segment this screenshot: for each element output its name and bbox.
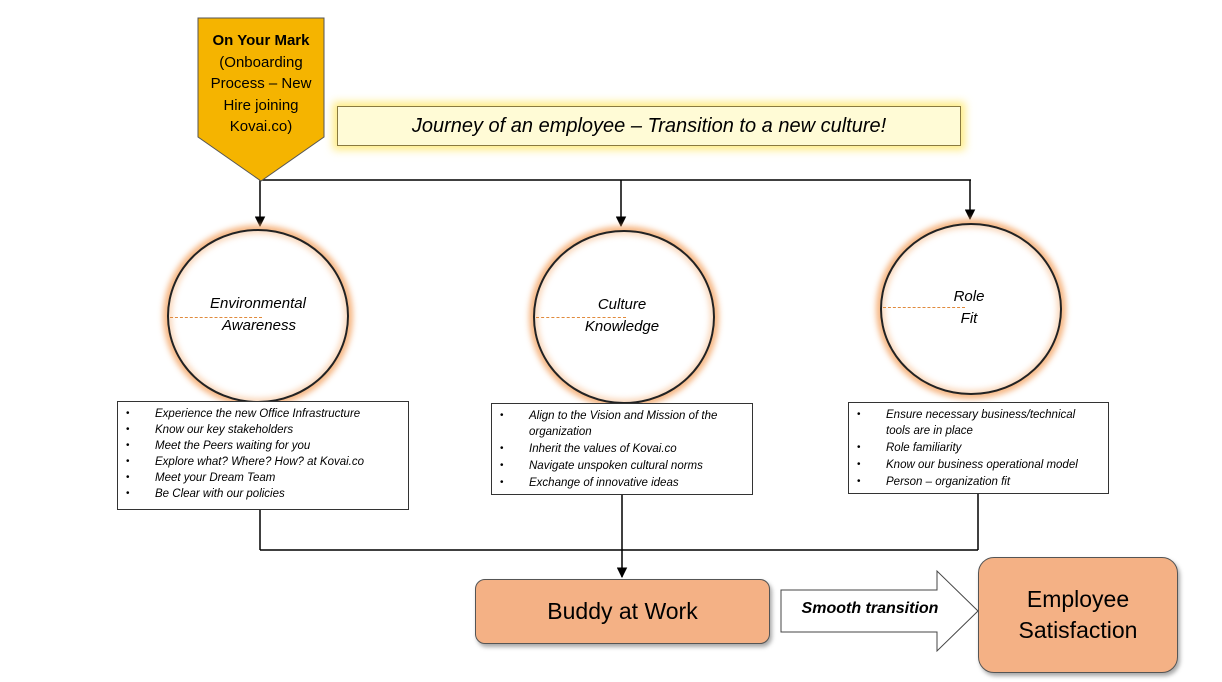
list-item: Exchange of innovative ideas xyxy=(492,475,744,491)
divider-role xyxy=(883,307,965,308)
label-role-line2: Fit xyxy=(960,310,978,327)
outcome-line1: Employee xyxy=(1026,586,1130,612)
list-item: Be Clear with our policies xyxy=(118,486,408,502)
list-item: Role familiarity xyxy=(849,440,1098,456)
list-item: Know our key stakeholders xyxy=(118,422,408,438)
label-environmental-line2: Awareness xyxy=(222,317,296,334)
list-item: Navigate unspoken cultural norms xyxy=(492,458,744,474)
employee-satisfaction-box: Employee Satisfaction xyxy=(978,557,1178,673)
label-role: Role Fit xyxy=(884,286,1054,330)
start-title: On Your Mark xyxy=(212,32,310,49)
list-item: Meet your Dream Team xyxy=(118,470,408,486)
label-culture-line2: Knowledge xyxy=(584,318,660,335)
journey-banner: Journey of an employee – Transition to a… xyxy=(337,106,961,146)
list-item: Experience the new Office Infrastructure xyxy=(118,406,408,422)
buddy-at-work-box: Buddy at Work xyxy=(475,579,770,644)
outcome-line2: Satisfaction xyxy=(1018,617,1138,643)
divider-culture xyxy=(536,317,626,318)
smooth-transition-arrow xyxy=(780,569,979,653)
label-environmental: Environmental Awareness xyxy=(173,293,343,337)
list-item: Meet the Peers waiting for you xyxy=(118,438,408,454)
list-culture: Align to the Vision and Mission of the o… xyxy=(491,403,753,495)
list-environmental: Experience the new Office Infrastructure… xyxy=(117,401,409,510)
circle-role xyxy=(880,223,1062,395)
label-environmental-line1: Environmental xyxy=(210,295,306,312)
list-item: Person – organization fit xyxy=(849,474,1098,490)
label-role-line1: Role xyxy=(953,288,985,305)
list-item: Align to the Vision and Mission of the o… xyxy=(492,408,744,440)
banner-text: Journey of an employee – Transition to a… xyxy=(411,114,887,137)
start-subtitle: (Onboarding Process – New Hire joining K… xyxy=(210,53,312,136)
list-item: Inherit the values of Kovai.co xyxy=(492,441,744,457)
buddy-label: Buddy at Work xyxy=(547,598,698,624)
start-label: On Your Mark (Onboarding Process – New H… xyxy=(200,30,322,138)
divider-environmental xyxy=(170,317,262,318)
list-item: Ensure necessary business/technical tool… xyxy=(849,407,1098,439)
list-item: Explore what? Where? How? at Kovai.co xyxy=(118,454,408,470)
list-item: Know our business operational model xyxy=(849,457,1098,473)
start-pentagon-outline xyxy=(197,17,325,182)
list-role: Ensure necessary business/technical tool… xyxy=(848,402,1109,494)
circle-environmental xyxy=(167,229,349,403)
label-culture-line1: Culture xyxy=(597,296,647,313)
smooth-transition-label: Smooth transition xyxy=(801,600,939,617)
label-culture: Culture Knowledge xyxy=(537,294,707,338)
